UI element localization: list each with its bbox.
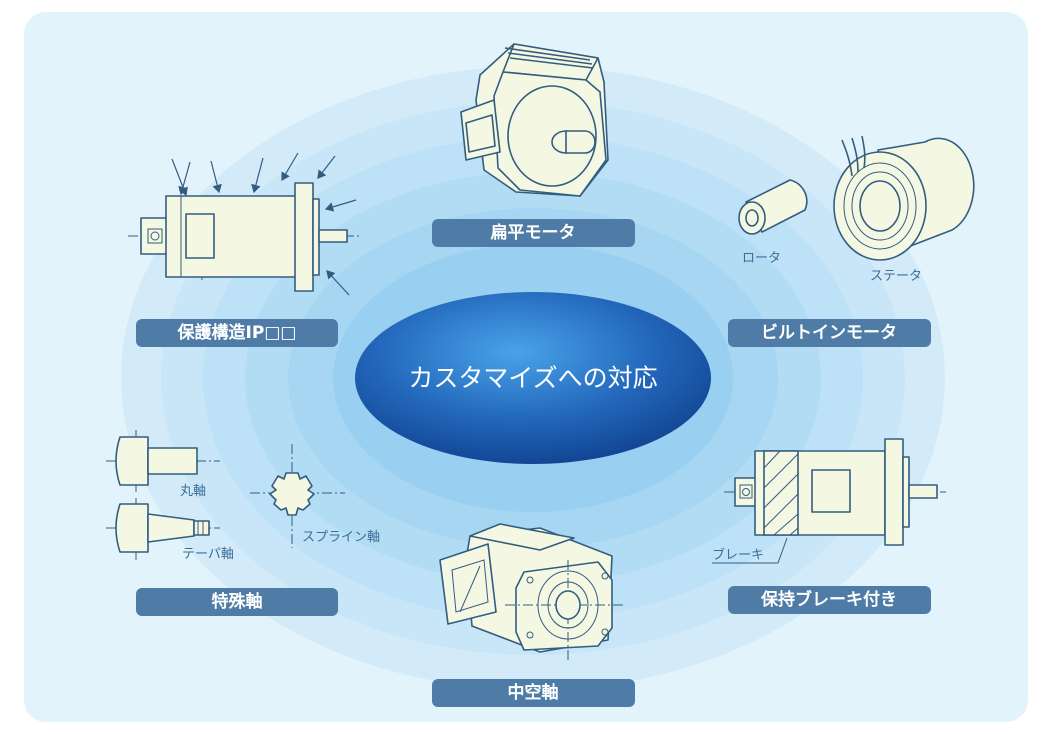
hollow-shaft-label: 中空軸 (432, 679, 635, 707)
brake-motor-illustration: ブレーキ (712, 438, 946, 564)
svg-text:特殊軸: 特殊軸 (212, 591, 263, 612)
rotor-annotation: ロータ (742, 251, 781, 266)
hollow-shaft-illustration (439, 523, 625, 660)
svg-text:扁平モータ: 扁平モータ (491, 222, 576, 243)
protection-motor-illustration (128, 152, 362, 296)
svg-text:ビルトインモータ: ビルトインモータ (761, 323, 897, 343)
special-shaft-label: 特殊軸 (136, 588, 338, 616)
center-title: カスタマイズへの対応 (408, 364, 657, 393)
spline-shaft-annotation: スプライン軸 (302, 530, 380, 545)
round-shaft-annotation: 丸軸 (180, 484, 206, 499)
taper-shaft-annotation: テーパ軸 (182, 547, 234, 562)
special-shaft-illustration: 丸軸 テーパ軸 スプライン軸 (106, 430, 380, 562)
center-node: カスタマイズへの対応 (355, 292, 711, 464)
flat-motor-illustration (460, 43, 609, 197)
svg-text:中空軸: 中空軸 (508, 682, 559, 703)
svg-text:保護構造IP□□: 保護構造IP□□ (177, 322, 297, 343)
builtin-motor-illustration: ロータ ステータ (738, 135, 975, 284)
stator-annotation: ステータ (870, 269, 922, 284)
brake-label: 保持ブレーキ付き (728, 586, 931, 614)
brake-annotation: ブレーキ (712, 547, 764, 563)
center-ellipse (355, 292, 711, 464)
builtin-motor-label: ビルトインモータ (728, 319, 931, 347)
protection-label: 保護構造IP□□ (136, 319, 338, 347)
flat-motor-label: 扁平モータ (432, 219, 635, 247)
svg-text:保持ブレーキ付き: 保持ブレーキ付き (760, 589, 897, 610)
